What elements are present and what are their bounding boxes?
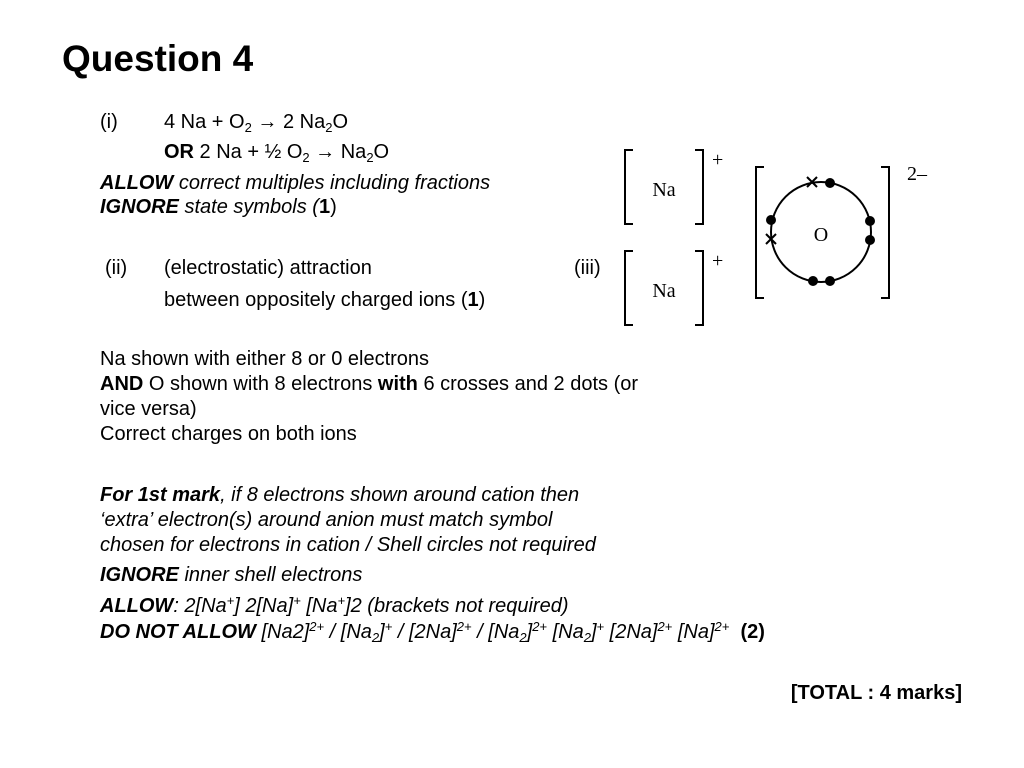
electron-dot-left — [766, 215, 776, 225]
note-do-not-allow: DO NOT ALLOW [Na2]2+ / [Na2]+ / [2Na]2+ … — [100, 619, 765, 645]
sodium-charge-1: + — [712, 149, 723, 171]
scheme-line-3: vice versa) — [100, 398, 197, 420]
part-iii-label: (iii) — [574, 257, 601, 279]
note-line-2: ‘extra’ electron(s) around anion must ma… — [100, 509, 553, 531]
sodium-symbol-2: Na — [652, 280, 675, 302]
scheme-line-4: Correct charges on both ions — [100, 423, 357, 445]
part-i-ignore-note: IGNORE state symbols (1) — [100, 196, 337, 218]
part-ii-label: (ii) — [105, 257, 128, 279]
electron-dot-bottom-2 — [825, 276, 835, 286]
part-ii-line-2: between oppositely charged ions (1) — [164, 289, 486, 311]
note-allow: ALLOW: 2[Na+] 2[Na]+ [Na+]2 (brackets no… — [100, 593, 569, 617]
electron-dot-top — [825, 178, 835, 188]
oxide-ion — [755, 166, 890, 299]
part-ii-line-1: (electrostatic) attraction — [164, 257, 372, 279]
note-first-mark: For 1st mark, if 8 electrons shown aroun… — [100, 484, 580, 506]
part-i-equation-1: 4 Na + O2 → 2 Na2O — [164, 111, 348, 135]
electron-cross-left — [765, 233, 777, 245]
note-line-3: chosen for electrons in cation / Shell c… — [100, 534, 596, 556]
sodium-symbol-1: Na — [652, 179, 675, 201]
dot-cross-diagram: Na + Na + O 2– — [624, 149, 928, 326]
oxygen-electrons — [765, 176, 875, 286]
oxide-charge: 2– — [907, 163, 928, 185]
electron-dot-bottom-1 — [808, 276, 818, 286]
note-mark: (2) — [740, 621, 765, 643]
electron-cross-top — [806, 176, 818, 188]
scheme-line-1: Na shown with either 8 or 0 electrons — [100, 348, 430, 370]
part-i-equation-2: OR 2 Na + ½ O2 → Na2O — [164, 141, 390, 165]
note-ignore: IGNORE inner shell electrons — [100, 564, 363, 586]
scheme-line-2: AND O shown with 8 electrons with 6 cros… — [100, 373, 639, 395]
electron-dot-right-1 — [865, 216, 875, 226]
oxygen-shell — [770, 181, 872, 283]
part-i-label: (i) — [100, 111, 118, 133]
sodium-ion-1 — [624, 149, 704, 225]
sodium-charge-2: + — [712, 250, 723, 272]
total-marks: [TOTAL : 4 marks] — [790, 682, 962, 704]
page-title: Question 4 — [62, 38, 254, 79]
electron-dot-right-2 — [865, 235, 875, 245]
oxygen-symbol: O — [814, 224, 828, 246]
sodium-ion-2 — [624, 250, 704, 326]
part-i-allow-note: ALLOW correct multiples including fracti… — [100, 172, 491, 194]
